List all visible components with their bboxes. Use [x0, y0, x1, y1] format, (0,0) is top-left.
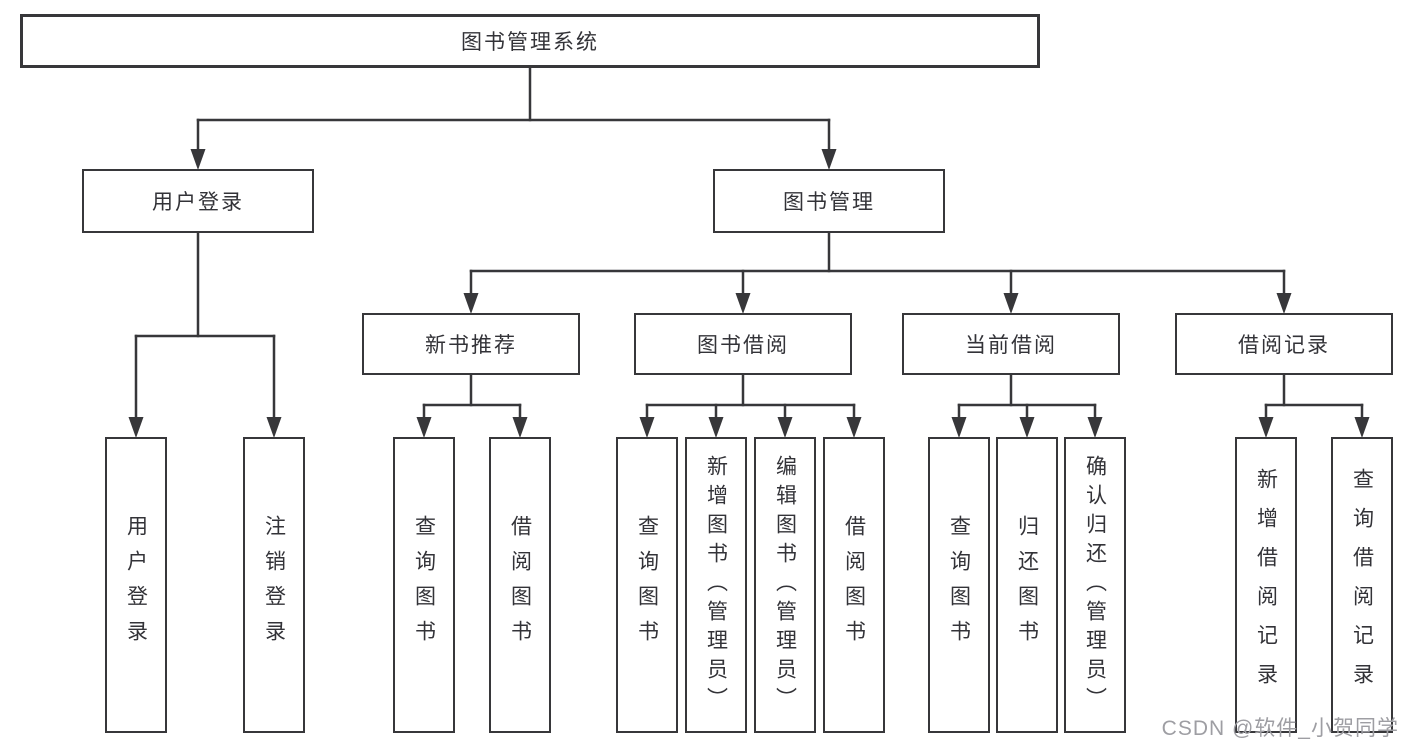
node-label: 新增图书（管理员） — [704, 454, 728, 716]
node-label: 当前借阅 — [965, 334, 1057, 357]
node-label: 图书管理系统 — [461, 31, 599, 54]
leaf-query-borrow-record: 查询借阅记录 — [1331, 437, 1393, 733]
node-library-system: 图书管理系统 — [20, 14, 1040, 68]
node-borrowing-records: 借阅记录 — [1175, 313, 1393, 375]
node-label: 注销登录 — [262, 515, 286, 655]
node-label: 新书推荐 — [425, 334, 517, 357]
leaf-user-login: 用户登录 — [105, 437, 167, 733]
node-user-login: 用户登录 — [82, 169, 314, 233]
node-label: 借阅记录 — [1238, 334, 1330, 357]
node-label: 归还图书 — [1015, 515, 1039, 655]
leaf-add-book-admin: 新增图书（管理员） — [685, 437, 747, 733]
leaf-query-books-borrowing: 查询图书 — [616, 437, 678, 733]
node-label: 查询图书 — [635, 515, 659, 655]
node-current-borrowing: 当前借阅 — [902, 313, 1120, 375]
node-label: 用户登录 — [152, 191, 244, 214]
leaf-query-books-recommend: 查询图书 — [393, 437, 455, 733]
node-label: 借阅图书 — [508, 515, 532, 655]
node-label: 图书借阅 — [697, 334, 789, 357]
node-label: 图书管理 — [783, 191, 875, 214]
csdn-watermark: CSDN @软件_小贺同学 — [1161, 717, 1399, 740]
node-label: 查询图书 — [412, 515, 436, 655]
node-label: 查询借阅记录 — [1350, 468, 1374, 702]
node-label: 编辑图书（管理员） — [773, 454, 797, 716]
node-label: 用户登录 — [124, 515, 148, 655]
leaf-add-borrow-record: 新增借阅记录 — [1235, 437, 1297, 733]
leaf-borrow-books-recommend: 借阅图书 — [489, 437, 551, 733]
leaf-borrow-books: 借阅图书 — [823, 437, 885, 733]
leaf-edit-book-admin: 编辑图书（管理员） — [754, 437, 816, 733]
leaf-query-books-current: 查询图书 — [928, 437, 990, 733]
node-label: 查询图书 — [947, 515, 971, 655]
node-label: 新增借阅记录 — [1254, 468, 1278, 702]
leaf-return-book: 归还图书 — [996, 437, 1058, 733]
leaf-logout: 注销登录 — [243, 437, 305, 733]
leaf-confirm-return-admin: 确认归还（管理员） — [1064, 437, 1126, 733]
node-book-management: 图书管理 — [713, 169, 945, 233]
node-label: 借阅图书 — [842, 515, 866, 655]
node-new-book-recommend: 新书推荐 — [362, 313, 580, 375]
node-book-borrowing: 图书借阅 — [634, 313, 852, 375]
node-label: 确认归还（管理员） — [1083, 454, 1107, 716]
